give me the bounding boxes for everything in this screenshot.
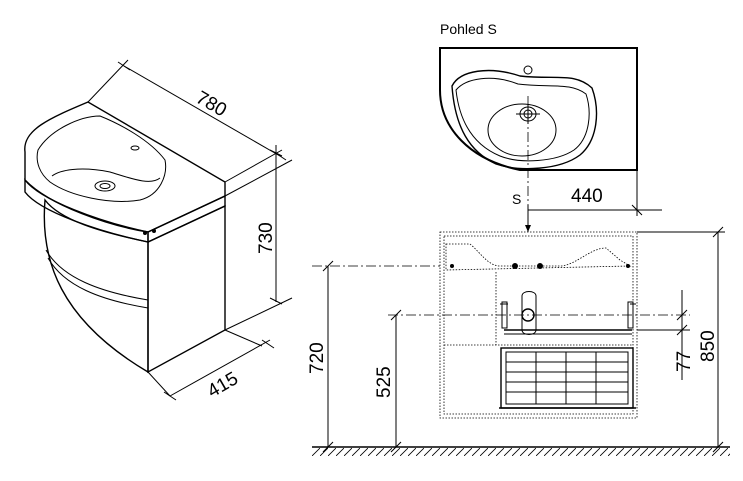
top-view-basin bbox=[451, 69, 598, 170]
top-view-title: Pohled S bbox=[440, 21, 497, 37]
front-basin-profile bbox=[445, 243, 632, 271]
front-view: 720 525 77 850 bbox=[307, 226, 730, 456]
front-cabinet-outline bbox=[439, 231, 638, 419]
iso-cabinet-front bbox=[43, 198, 149, 374]
iso-height-label: 730 bbox=[256, 222, 277, 254]
front-total-height-label: 850 bbox=[698, 330, 719, 362]
floor-hatch bbox=[312, 448, 730, 456]
iso-faucet-hole-icon bbox=[130, 145, 140, 151]
iso-basin-rim bbox=[24, 177, 149, 243]
iso-basin-bowl bbox=[36, 115, 167, 202]
top-view-offset-label: 440 bbox=[571, 186, 603, 207]
iso-width-label: 780 bbox=[192, 87, 230, 121]
front-basin-height-label: 720 bbox=[307, 342, 328, 374]
top-view-outline bbox=[439, 47, 638, 171]
iso-cabinet-view: 780 730 415 bbox=[24, 59, 293, 402]
front-drain-height-label: 525 bbox=[374, 366, 395, 398]
section-letter: S bbox=[512, 191, 521, 207]
iso-cabinet-side bbox=[147, 204, 226, 374]
top-view-faucet-hole-icon bbox=[523, 65, 533, 75]
iso-drain-icon bbox=[94, 180, 116, 192]
top-view: Pohled S S 440 bbox=[439, 21, 662, 232]
front-drawer bbox=[500, 347, 634, 409]
front-drain-offset-label: 77 bbox=[674, 351, 695, 372]
